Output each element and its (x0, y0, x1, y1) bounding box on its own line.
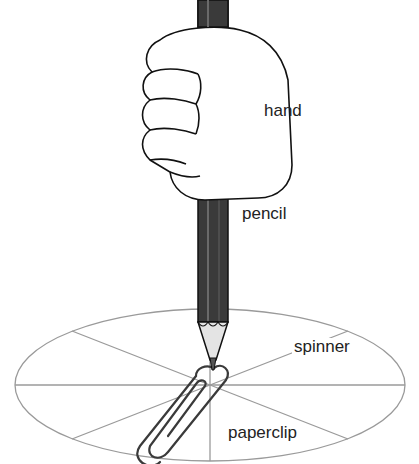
hand-label: hand (262, 102, 304, 121)
paperclip-label: paperclip (226, 424, 299, 443)
spinner-label: spinner (292, 338, 352, 357)
paperclip (137, 366, 228, 464)
pencil-label: pencil (240, 205, 288, 224)
spinner (15, 309, 405, 461)
